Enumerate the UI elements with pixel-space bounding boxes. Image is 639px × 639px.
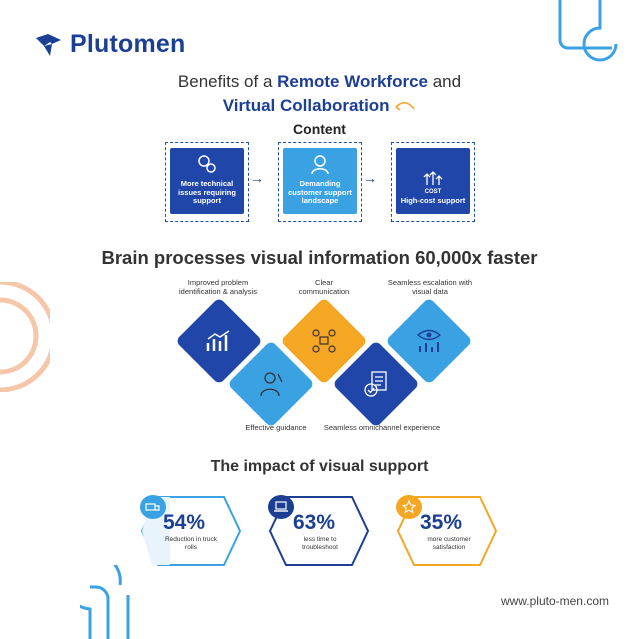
content-box-frame-3 <box>391 142 475 222</box>
stat-1-icon-badge <box>140 495 166 519</box>
stat-3-icon-badge <box>396 495 422 519</box>
content-box-frame-2 <box>278 142 362 222</box>
diamond-icon-wrap-4 <box>240 353 302 415</box>
arrow-right-icon-2: → <box>363 170 377 186</box>
arrow-right-icon-1: → <box>250 170 264 186</box>
decorative-lines-bottom-left <box>80 565 130 639</box>
stat-2-label: less time to troubleshoot <box>302 536 338 551</box>
diamond-icon-wrap-2 <box>293 310 355 372</box>
title-line2-text: Virtual Collaboration <box>222 96 390 115</box>
content-box-2-label: Demanding customer support landscape <box>288 179 352 206</box>
stat-3-value: 35% <box>420 511 463 534</box>
brain-caption-5: Seamless omnichannel experience <box>323 423 441 432</box>
brain-caption-3: Seamless escalation with visual data <box>387 278 473 296</box>
stat-2-value: 63% <box>293 511 336 534</box>
content-box-1: More technical issues requiring support <box>170 148 244 214</box>
diamond-icon-wrap-1 <box>188 310 250 372</box>
content-box-2: Demanding customer support landscape <box>283 148 357 214</box>
title-prefix: Benefits of a <box>177 72 278 91</box>
eye-chart-icon <box>416 329 442 352</box>
support-agent-icon <box>311 155 329 175</box>
truck-icon <box>145 503 160 511</box>
stat-1-label: Reduction in truck rolls <box>164 536 218 551</box>
page-title-line1: Benefits of a Remote Workforce and <box>0 72 639 92</box>
satisfaction-icon <box>401 500 417 514</box>
page-title-line2: Virtual Collaboration <box>0 96 639 116</box>
gears-icon <box>198 155 216 173</box>
stat-hexagon-3 <box>396 496 498 566</box>
cost-up-icon: COST <box>423 171 443 195</box>
content-box-frame-1 <box>165 142 249 222</box>
cost-icon-text: COST <box>425 189 442 195</box>
diamond-icon-wrap-3 <box>398 310 460 372</box>
stat-hexagon-2 <box>268 496 370 566</box>
impact-heading: The impact of visual support <box>210 458 429 475</box>
swirl-arrow-icon <box>395 101 415 111</box>
growth-chart-icon <box>206 330 230 351</box>
stat-2-icon-badge <box>268 495 294 519</box>
title-suffix: and <box>427 72 462 91</box>
stat-1-value: 54% <box>163 511 206 534</box>
content-box-3: COST High-cost support <box>396 148 470 214</box>
brain-caption-2: Clear communication <box>298 278 350 296</box>
decorative-lines-top-right <box>558 0 618 62</box>
brain-caption-4: Effective guidance <box>245 423 307 432</box>
team-chat-icon <box>312 329 336 353</box>
checklist-icon <box>364 371 387 397</box>
laptop-icon <box>274 501 288 512</box>
plutomen-logo-icon <box>36 33 61 56</box>
content-heading: Content <box>293 121 346 137</box>
decorative-arcs-left <box>0 282 50 392</box>
diamond-icon-wrap-5 <box>345 353 407 415</box>
brain-heading: Brain processes visual information 60,00… <box>101 247 538 268</box>
brain-caption-1: Improved problem identification & analys… <box>179 278 257 296</box>
content-box-1-label: More technical issues requiring support <box>178 179 236 206</box>
brand-name: Plutomen <box>70 30 186 58</box>
website-url[interactable]: www.pluto-men.com <box>500 594 609 608</box>
content-box-3-label: High-cost support <box>400 196 466 206</box>
title-highlight: Remote Workforce <box>277 72 428 91</box>
brand-logo: Plutomen <box>34 30 186 59</box>
stat-3-label: more customer satisfaction <box>427 536 471 551</box>
technician-icon <box>260 372 283 397</box>
